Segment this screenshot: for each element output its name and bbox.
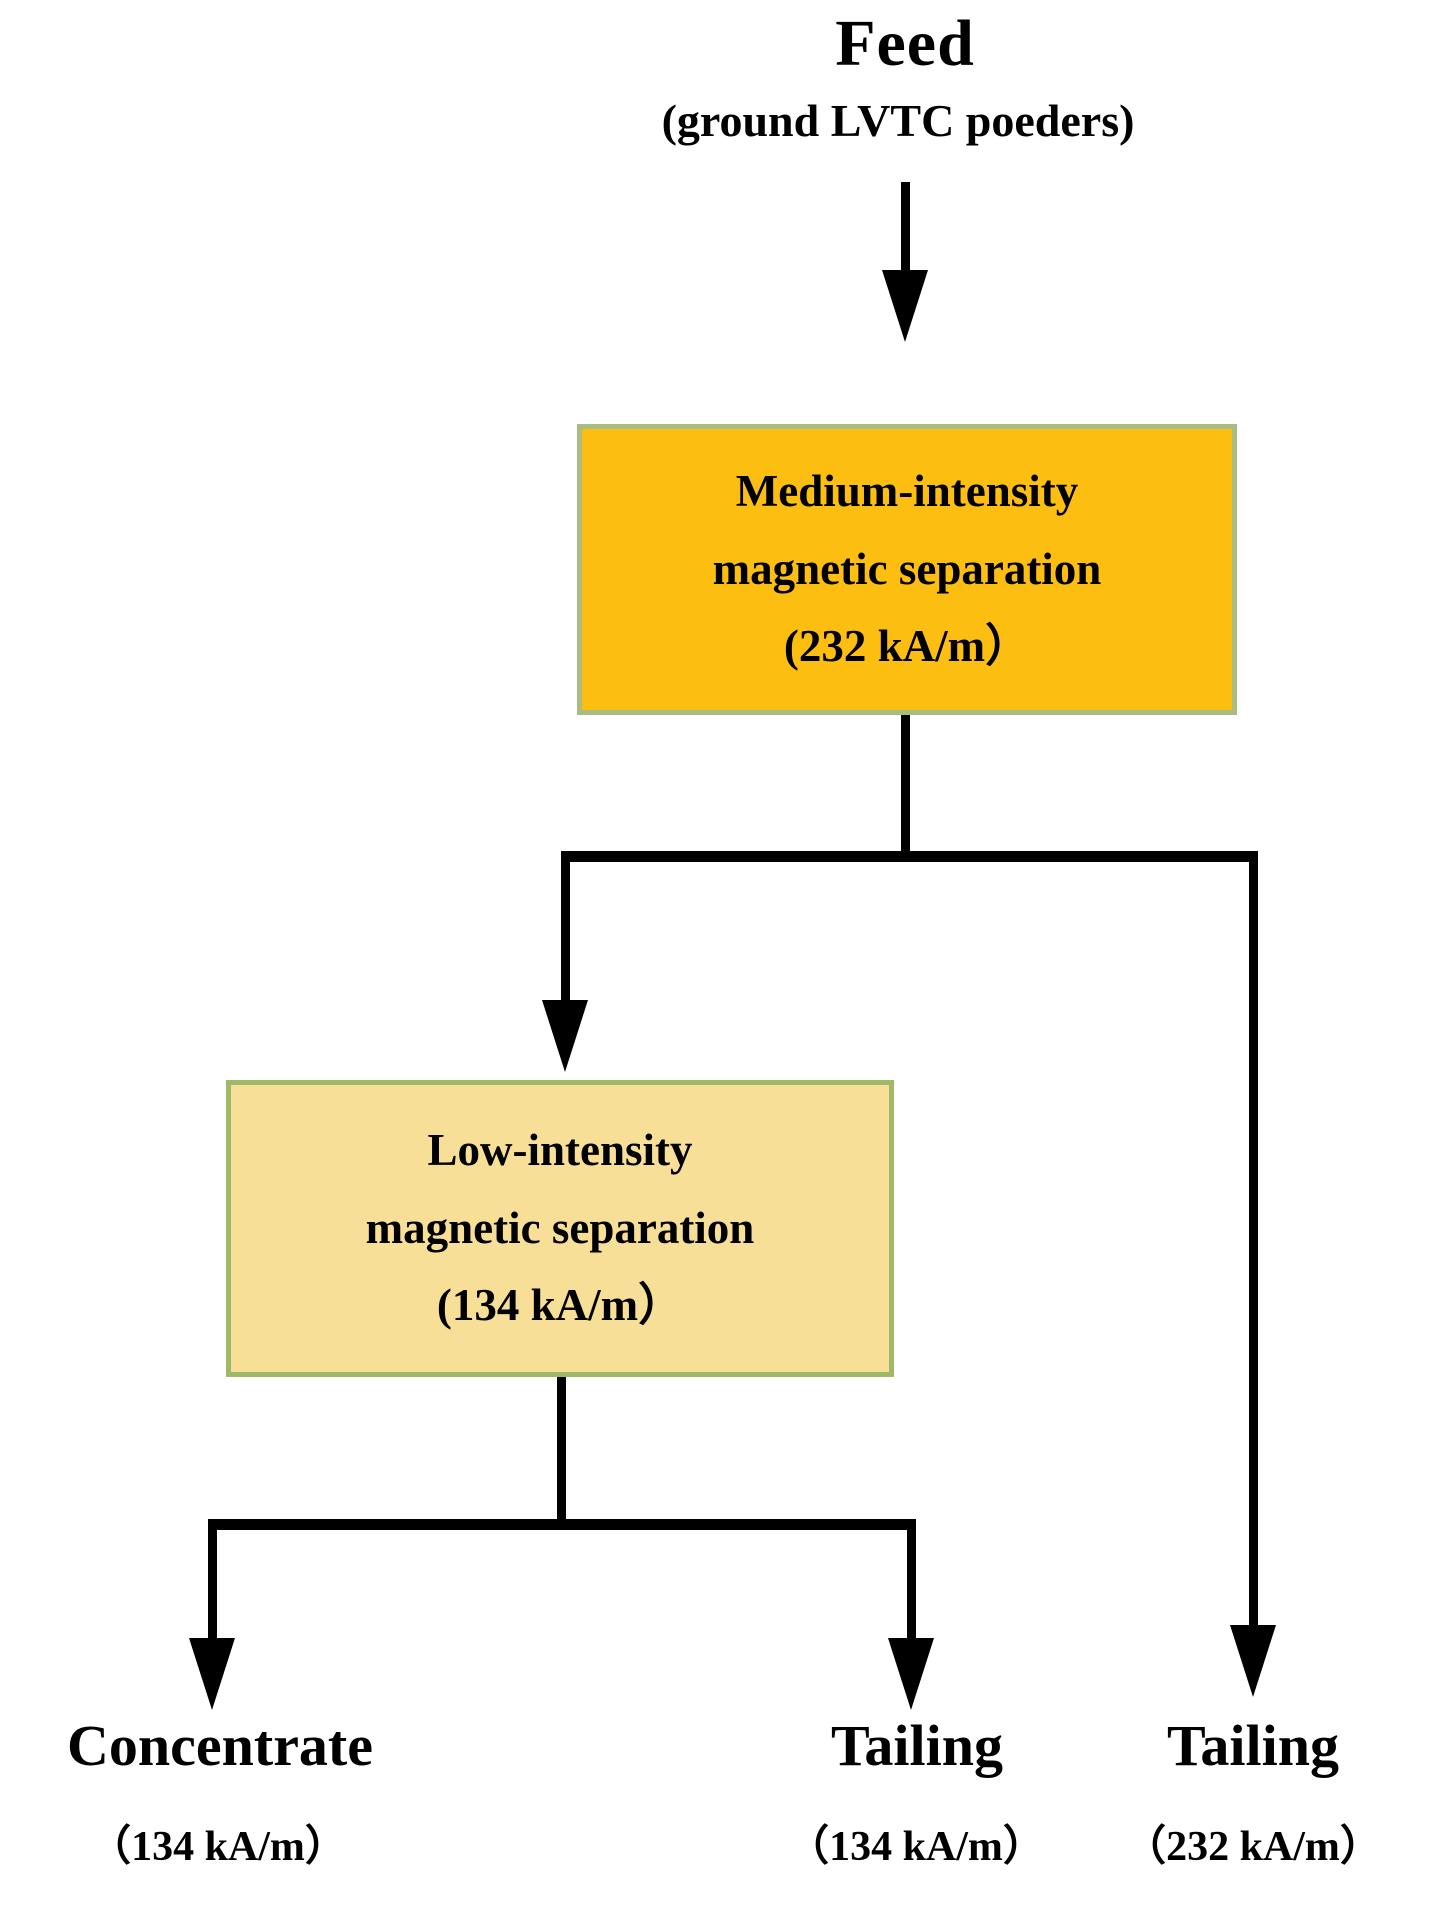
feed-arrow-head-icon xyxy=(882,270,928,342)
medium-box-line2: magnetic separation xyxy=(712,543,1102,594)
concentrate-arrow-head-icon xyxy=(189,1638,235,1710)
right-branch-arrow-head-icon xyxy=(1230,1625,1276,1697)
left-branch-line xyxy=(561,851,570,1002)
right-branch-line xyxy=(1249,851,1258,1626)
concentrate-condition: （134 kA/m） xyxy=(89,1824,347,1870)
low-box-line3: (134 kA/m） xyxy=(436,1280,684,1331)
second-split-connector xyxy=(208,1519,916,1530)
medium-intensity-box: Medium-intensity magnetic separation (23… xyxy=(577,424,1237,715)
first-split-connector xyxy=(561,851,1258,862)
medium-box-line1: Medium-intensity xyxy=(735,466,1079,517)
left-branch-arrow-head-icon xyxy=(542,1000,588,1072)
tailing-low-branch-line xyxy=(907,1519,916,1639)
feed-title: Feed xyxy=(835,7,975,80)
tailing-low-condition: （134 kA/m） xyxy=(787,1824,1045,1870)
low-box-line2: magnetic separation xyxy=(365,1202,755,1253)
tailing-low-label: Tailing xyxy=(831,1713,1003,1778)
medium-box-line3: (232 kA/m） xyxy=(783,621,1031,672)
feed-subtitle: (ground LVTC poeders) xyxy=(661,95,1135,146)
low-box-line1: Low-intensity xyxy=(427,1125,693,1176)
concentrate-label: Concentrate xyxy=(66,1713,374,1778)
concentrate-branch-line xyxy=(208,1519,217,1639)
tailing-medium-condition: （232 kA/m） xyxy=(1124,1824,1382,1870)
tailing-low-arrow-head-icon xyxy=(888,1638,934,1710)
low-intensity-box: Low-intensity magnetic separation (134 k… xyxy=(226,1080,894,1377)
medium-box-output-line xyxy=(901,715,910,857)
tailing-medium-label: Tailing xyxy=(1167,1713,1339,1778)
feed-arrow-line xyxy=(901,182,910,310)
low-box-output-line xyxy=(557,1377,566,1528)
